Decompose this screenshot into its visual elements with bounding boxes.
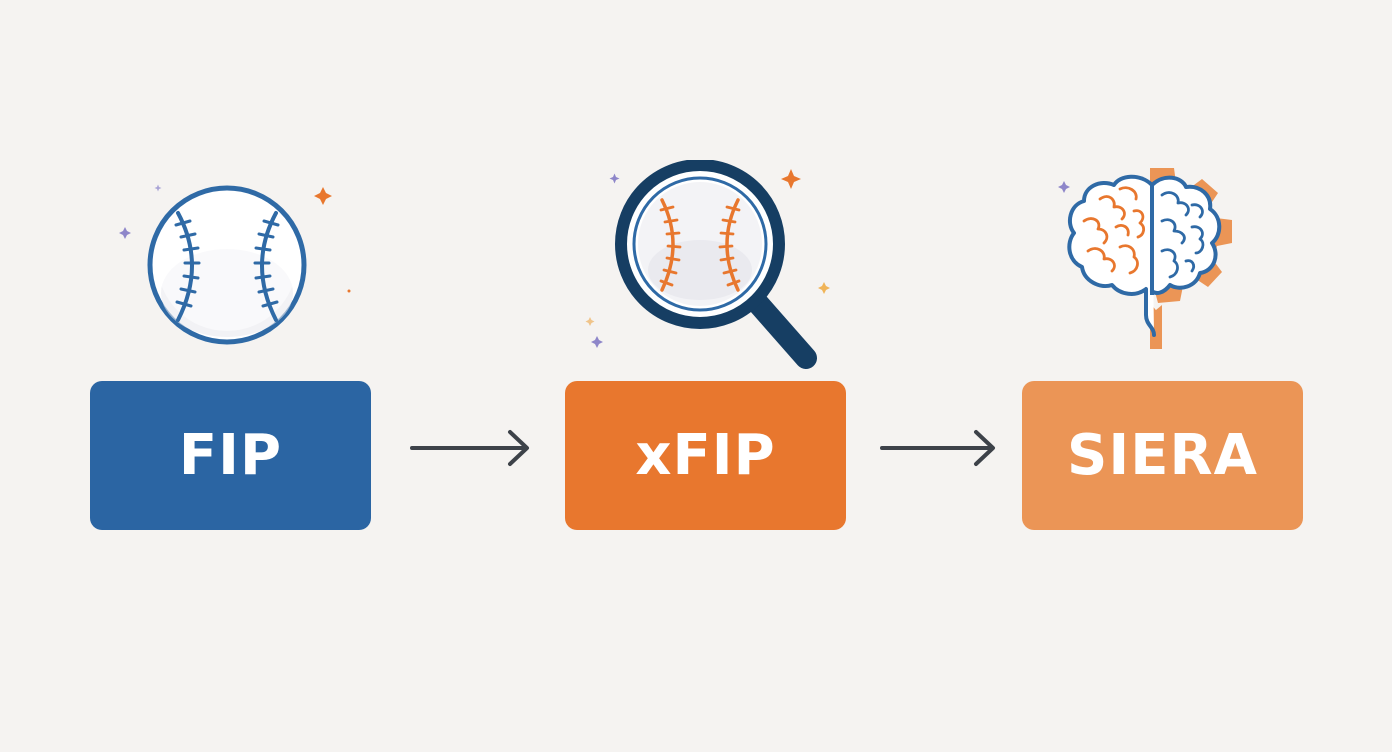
- arrow-right-icon: [410, 430, 529, 466]
- siera-label: SIERA: [1067, 423, 1258, 488]
- sparkle-icon: [591, 336, 603, 348]
- sparkle-icon: [119, 227, 131, 239]
- xfip-box: xFIP: [565, 381, 846, 530]
- magnifier-baseball-icon: [585, 160, 830, 369]
- brain-gear-icon: [1058, 168, 1232, 349]
- sparkle-icon: [314, 187, 332, 205]
- sparkle-icon: [781, 169, 801, 189]
- sparkle-icon: [818, 282, 830, 294]
- sparkle-icon: [154, 184, 162, 192]
- sparkle-icon: [585, 317, 595, 326]
- fip-box: FIP: [90, 381, 371, 530]
- xfip-label: xFIP: [635, 423, 776, 488]
- siera-box: SIERA: [1022, 381, 1303, 530]
- fip-label: FIP: [178, 423, 283, 488]
- baseball-icon: [119, 184, 351, 345]
- sparkle-icon: [1058, 181, 1070, 193]
- sparkle-icon: [609, 173, 620, 184]
- arrow-right-icon: [880, 430, 995, 466]
